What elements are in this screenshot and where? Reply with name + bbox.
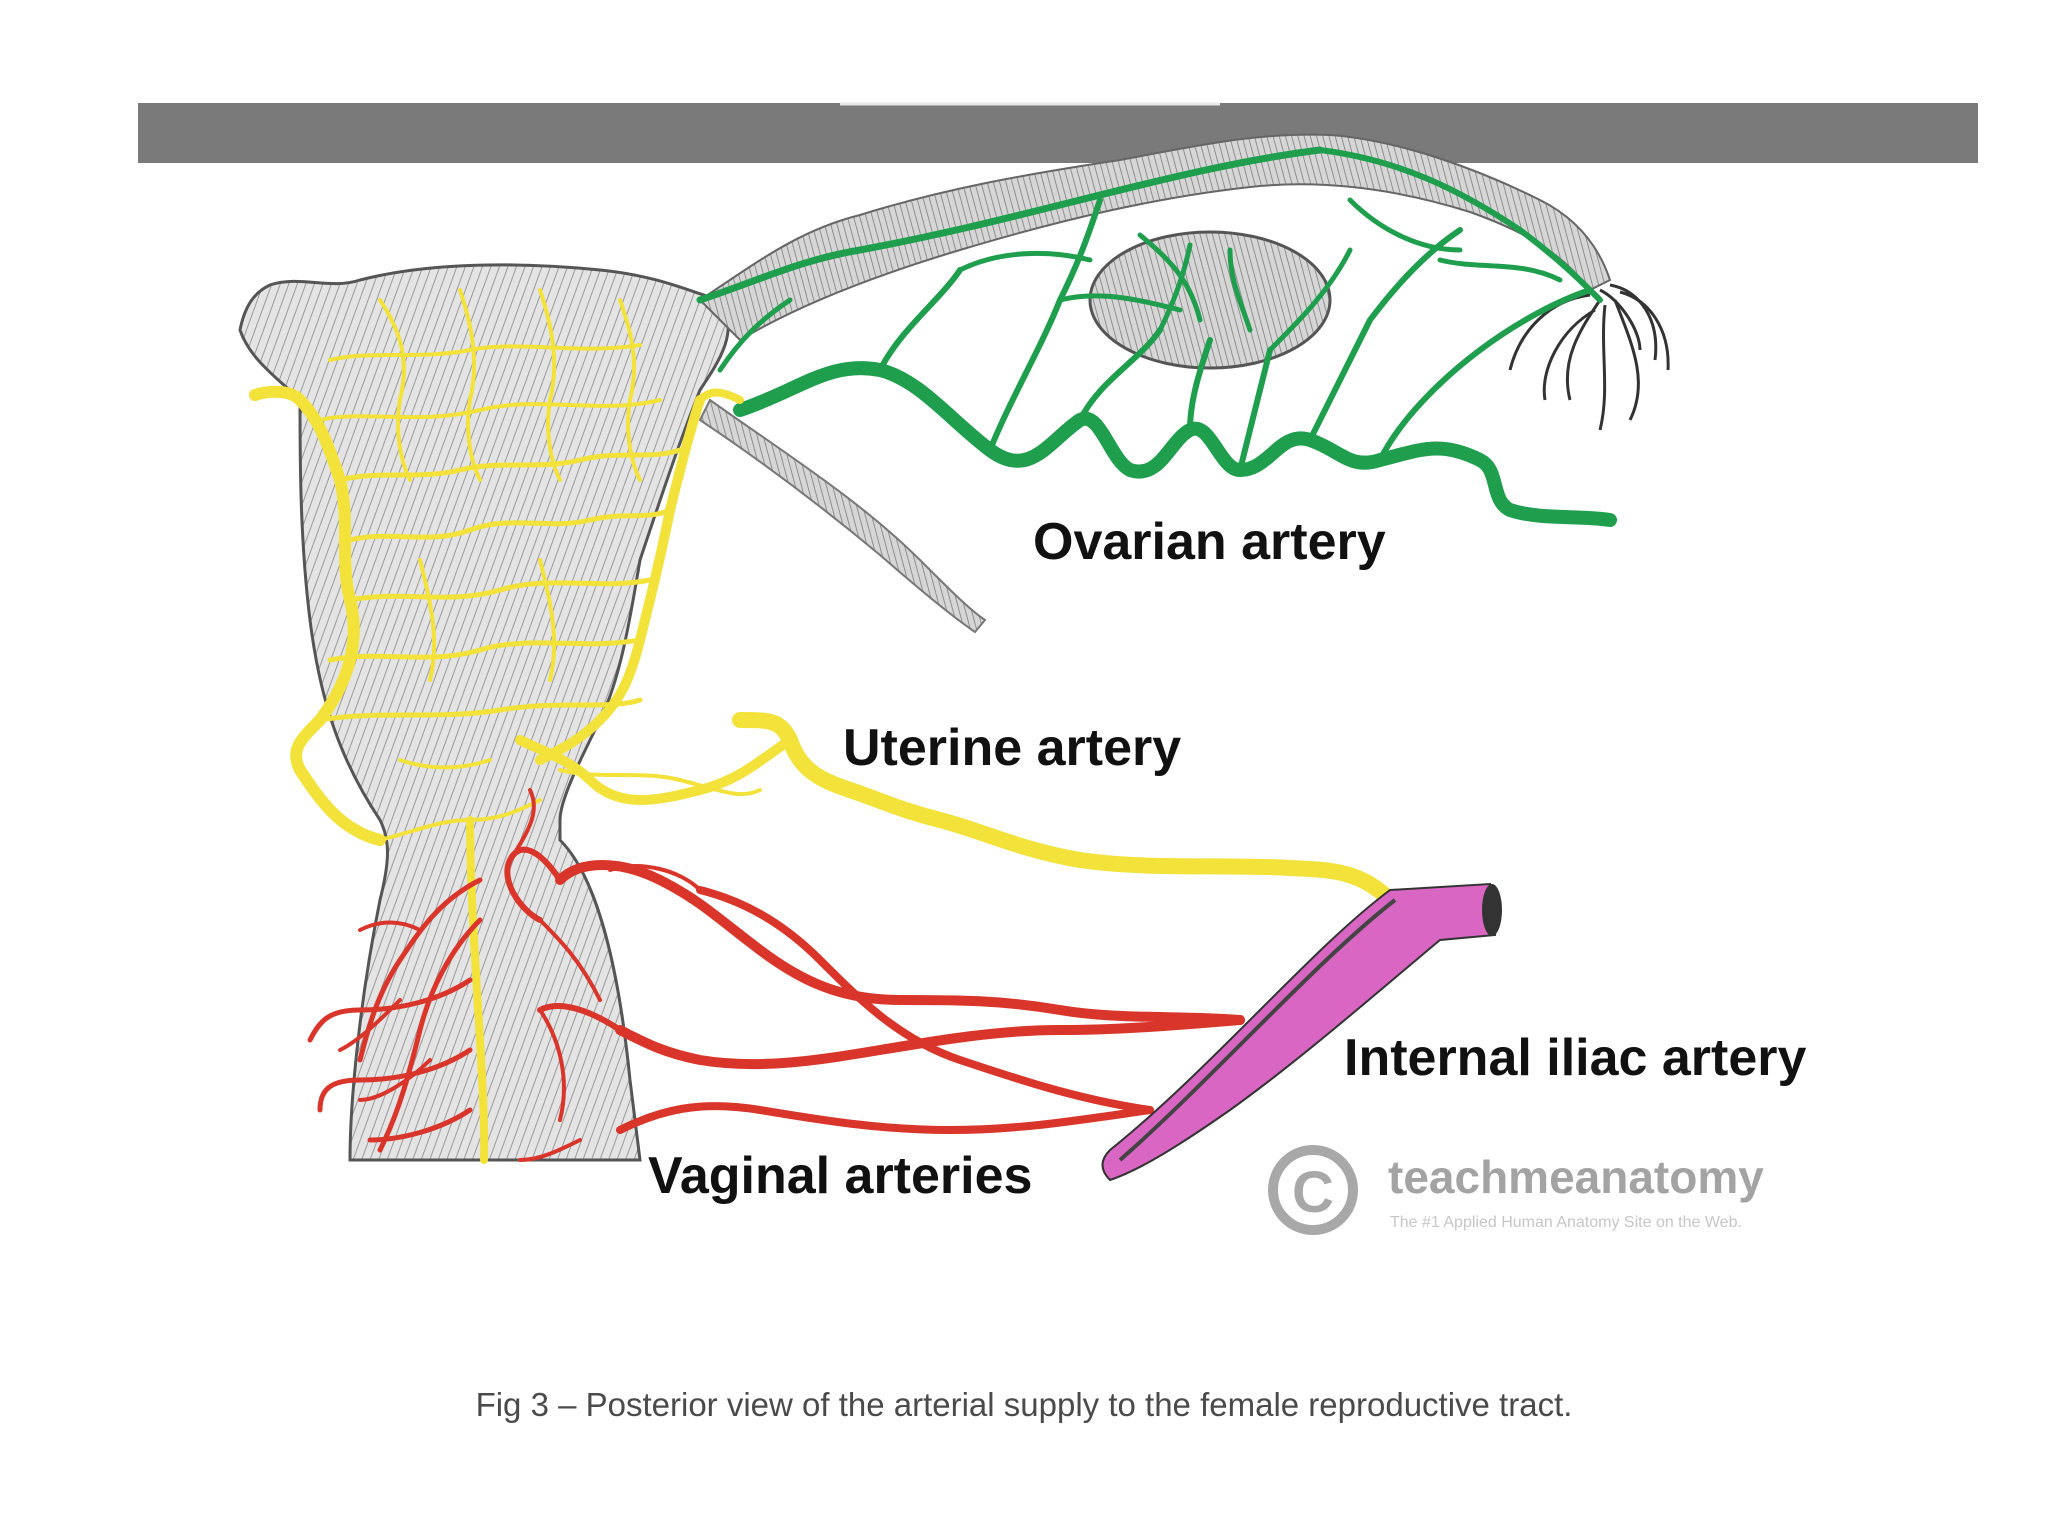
internal-iliac-artery-label: Internal iliac artery	[1344, 1029, 1807, 1087]
round-ligament	[698, 398, 987, 634]
uterine-artery-network	[249, 288, 1398, 1164]
vaginal-arteries-label: Vaginal arteries	[648, 1147, 1033, 1205]
internal-iliac-artery-end	[1482, 884, 1502, 936]
ovarian-artery-label: Ovarian artery	[1033, 513, 1386, 571]
figure-caption: Fig 3 – Posterior view of the arterial s…	[475, 1386, 1573, 1423]
ovarian-artery-network	[696, 146, 1617, 527]
header-bar	[138, 103, 1978, 163]
ovary	[1088, 230, 1332, 370]
uterine-tube	[698, 133, 1612, 342]
internal-iliac-artery-edge	[1118, 898, 1397, 1162]
uterine-artery-label: Uterine artery	[843, 719, 1182, 777]
fimbriae	[1508, 283, 1670, 431]
vaginal-arteries-network	[307, 788, 1245, 1162]
watermark-tagline: The #1 Applied Human Anatomy Site on the…	[1390, 1214, 1742, 1231]
internal-iliac-artery	[1101, 882, 1497, 1182]
copyright-icon-glyph: C	[1292, 1160, 1334, 1225]
copyright-icon	[1268, 1145, 1358, 1235]
watermark-name: teachmeanatomy	[1388, 1151, 1764, 1203]
